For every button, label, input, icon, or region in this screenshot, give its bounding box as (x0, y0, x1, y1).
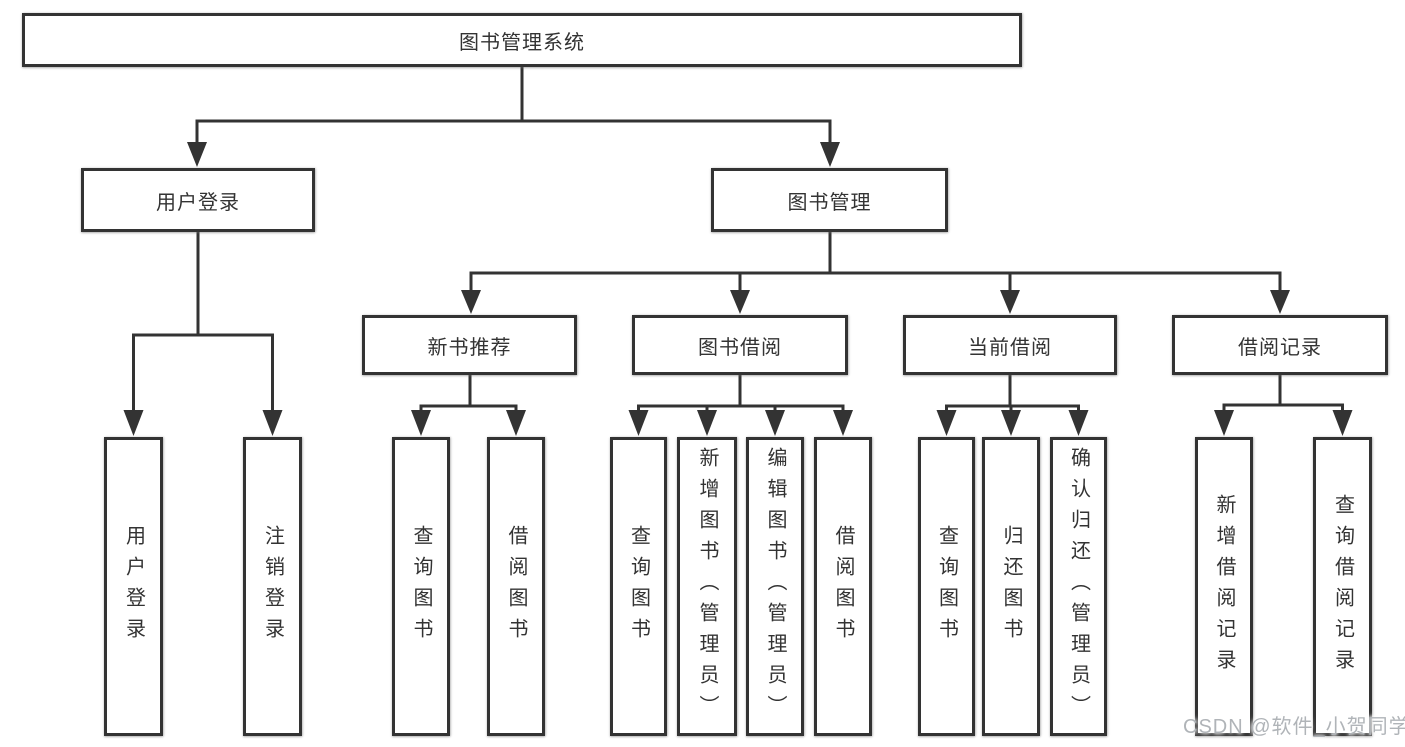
node-current-borrow: 当前借阅 (903, 315, 1117, 375)
leaf-borrow-books-borrow: 借阅图书 (814, 437, 872, 736)
node-book-management-label: 图书管理 (787, 191, 872, 214)
node-book-borrow: 图书借阅 (632, 315, 848, 375)
leaf-query-books-current: 查询图书 (918, 437, 975, 736)
leaf-add-borrow-record-label: 新增借阅记录 (1213, 493, 1235, 680)
connector-current-borrow-to-leaves (936, 375, 1089, 436)
leaf-add-book-admin-label: 新增图书（管理员） (696, 447, 718, 726)
node-borrow-records: 借阅记录 (1172, 315, 1388, 375)
leaf-user-login-label: 用户登录 (122, 524, 145, 649)
connector-new-book-to-leaves (411, 375, 526, 436)
leaf-borrow-books-borrow-label: 借阅图书 (832, 524, 854, 649)
leaf-borrow-books-newbook-label: 借阅图书 (505, 524, 527, 649)
node-library-system-label: 图书管理系统 (459, 31, 585, 54)
leaf-add-book-admin: 新增图书（管理员） (677, 437, 737, 736)
leaf-add-borrow-record: 新增借阅记录 (1195, 437, 1253, 736)
watermark: CSDN @软件_小贺同学 (1183, 716, 1405, 738)
node-borrow-records-label: 借阅记录 (1238, 336, 1322, 359)
node-library-system: 图书管理系统 (22, 13, 1022, 67)
connector-borrow-record-to-leaves (1214, 375, 1353, 436)
node-book-borrow-label: 图书借阅 (698, 336, 782, 359)
leaf-logout: 注销登录 (243, 437, 302, 736)
connector-book-management-to-level3 (461, 232, 1290, 314)
leaf-confirm-return-admin-label: 确认归还（管理员） (1067, 447, 1090, 726)
leaf-query-books-newbook-label: 查询图书 (410, 524, 432, 649)
leaf-confirm-return-admin: 确认归还（管理员） (1050, 437, 1107, 736)
leaf-query-borrow-record: 查询借阅记录 (1313, 437, 1372, 736)
connector-root-to-level2 (187, 67, 840, 167)
connector-user-login-to-leaves (123, 232, 283, 436)
leaf-user-login: 用户登录 (104, 437, 163, 736)
leaf-borrow-books-newbook: 借阅图书 (487, 437, 545, 736)
leaf-query-books-borrow-label: 查询图书 (627, 524, 650, 649)
leaf-edit-book-admin-label: 编辑图书（管理员） (764, 447, 786, 726)
leaf-edit-book-admin: 编辑图书（管理员） (746, 437, 804, 736)
leaf-query-books-current-label: 查询图书 (935, 524, 958, 649)
node-user-login-label: 用户登录 (156, 191, 240, 214)
node-user-login: 用户登录 (81, 168, 315, 232)
connector-book-borrow-to-leaves (628, 375, 853, 436)
leaf-query-books-newbook: 查询图书 (392, 437, 450, 736)
node-book-management: 图书管理 (711, 168, 948, 232)
node-new-book-recommend: 新书推荐 (362, 315, 577, 375)
node-current-borrow-label: 当前借阅 (968, 336, 1052, 359)
leaf-return-book-label: 归还图书 (1000, 524, 1022, 649)
leaf-query-borrow-record-label: 查询借阅记录 (1331, 493, 1354, 680)
leaf-return-book: 归还图书 (982, 437, 1040, 736)
node-new-book-recommend-label: 新书推荐 (427, 336, 512, 359)
leaf-logout-label: 注销登录 (261, 524, 284, 649)
leaf-query-books-borrow: 查询图书 (610, 437, 667, 736)
